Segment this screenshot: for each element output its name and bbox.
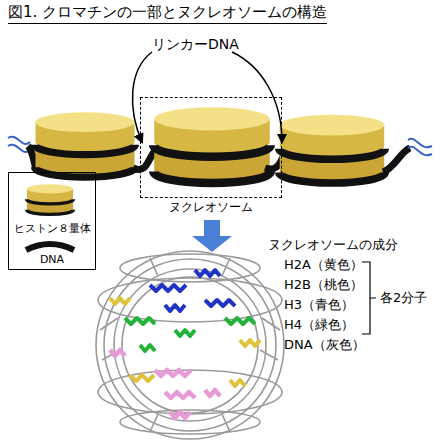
dna-sample [26, 244, 74, 250]
component-label: H2B（桃色） [284, 276, 363, 294]
component-label: DNA（灰色） [284, 336, 365, 354]
bracket [362, 262, 376, 334]
component-heading: ヌクレオソームの成分 [268, 236, 398, 254]
histone-octamer-sample [26, 184, 73, 214]
linker-label: リンカーDNA [152, 36, 239, 54]
legend-text: DNA [40, 253, 64, 266]
nucleosome-box: ヌクレオソーム [140, 97, 282, 198]
nucleosome-structure [96, 251, 284, 439]
legend-item: ヒストン８量体 [9, 221, 95, 236]
component-label: 各2分子 [380, 289, 427, 307]
node-label: ヌクレオソーム [121, 199, 301, 216]
component-label: H4（緑色） [284, 316, 354, 334]
component-label: H2A（黄色） [284, 256, 363, 274]
component-label: H3（青色） [284, 296, 354, 314]
legend-item: DNA [9, 253, 95, 266]
legend-box: ヒストン８量体 DNA [8, 172, 96, 270]
down-arrow [192, 220, 232, 252]
legend-text: ヒストン８量体 [14, 222, 91, 235]
figure-title: 図1. クロマチンの一部とヌクレオソームの構造 [8, 3, 327, 24]
